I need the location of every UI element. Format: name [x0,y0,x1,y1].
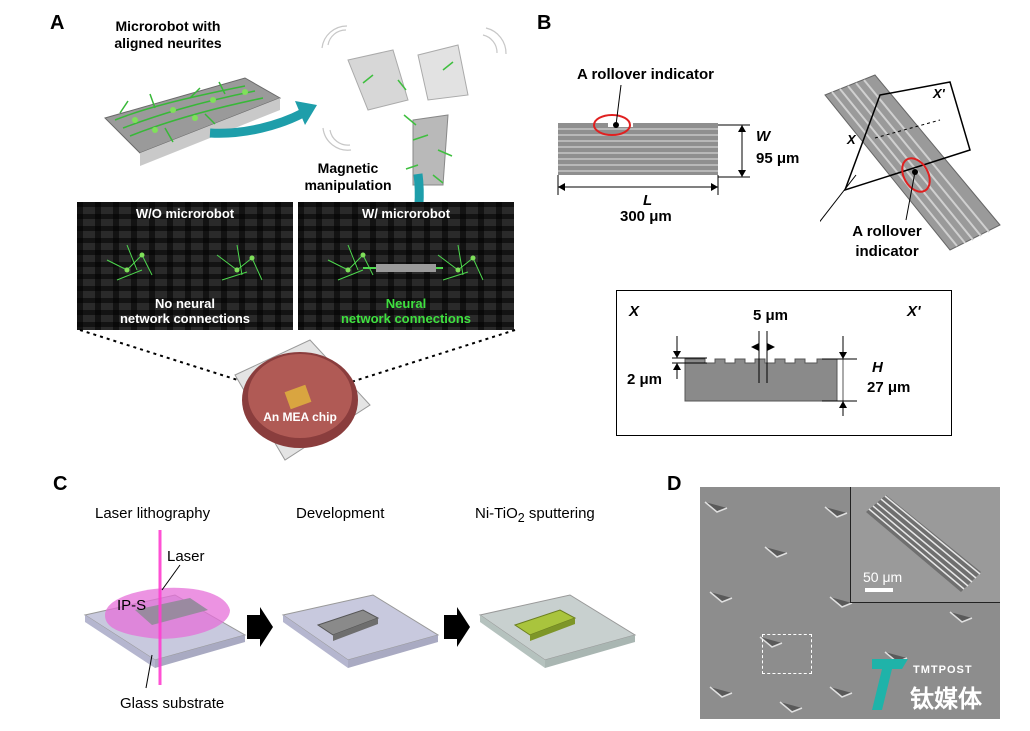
panel-c-letter: C [53,473,68,495]
watermark-text-bottom: 钛媒体 [910,686,982,713]
length-symbol: L [643,192,653,209]
magnetic-manipulation-label: Magnetic manipulation [304,160,392,193]
scale-bar-label: 50 μm [863,569,903,585]
without-microrobot-title: W/O microrobot [135,206,235,221]
development-illustration [281,594,440,668]
step-sputtering: Ni-TiO2 sputtering [475,505,595,525]
with-microrobot-panel: W/ microrobot Neural network connections [298,202,514,330]
panel-d-letter: D [667,473,682,495]
groove-width-label: 5 μm [753,307,789,324]
panel-a-letter: A [50,12,65,34]
step-sputtering-subscript: 2 [517,511,525,525]
cross-section-x-prime-label: X' [907,303,921,320]
glass-substrate-label: Glass substrate [120,695,225,712]
step-sputtering-suffix: sputtering [524,505,595,522]
sem-micrograph: 50 μm TMTPOST 钛媒体 [700,487,1000,719]
cross-section-diagram [672,331,857,416]
microrobot-label: Microrobot with aligned neurites [114,18,222,51]
mea-chip-illustration [234,339,371,461]
magnetic-manipulation-illustration [321,25,507,186]
step-arrow-icon-2 [444,607,470,647]
zoom-dotted-lines [79,329,516,397]
height-symbol: H [872,359,883,376]
mea-chip-label: An MEA chip [263,410,337,424]
with-microrobot-caption: Neural network connections [340,296,472,326]
sem-inset-microrobot [866,495,981,592]
microrobot-neurites-illustration [104,77,282,166]
width-value: 95 μm [756,150,800,167]
step-sputtering-prefix: Ni-TiO [475,505,518,522]
connected-neuron-network-illustration [327,244,484,281]
cross-section-x-label: X [629,303,640,320]
tmtpost-logo-icon [872,659,908,710]
rollover-indicator-label-top: A rollover indicator [577,66,714,83]
length-value: 300 μm [620,208,672,225]
without-microrobot-caption: No neural network connections [119,296,251,326]
microrobot-top-view-diagram [557,85,750,195]
ip-s-label: IP-S [117,597,147,614]
zoom-region-box [762,634,812,674]
cross-section-box: X X' 5 μm 2 μm H 27 μm [616,290,952,436]
microrobot-3d-view-diagram [820,74,1001,251]
scale-bar [865,588,893,592]
sputtering-illustration [478,594,637,668]
with-microrobot-title: W/ microrobot [361,206,451,221]
width-symbol: W [756,128,771,145]
without-microrobot-panel: W/O microrobot No neural network connect… [77,202,293,330]
watermark-text-top: TMTPOST [913,664,973,676]
step-arrow-icon-1 [247,607,273,647]
panel-b-letter: B [537,12,552,34]
sem-inset: 50 μm [850,487,1000,603]
laser-lithography-illustration [83,530,247,689]
rollover-indicator-label-right: A rollover indicator [852,223,922,260]
section-x-label: X [847,132,856,147]
step-height-label: 2 μm [627,371,663,388]
height-value: 27 μm [867,379,911,396]
transfer-arrow-icon [209,101,317,138]
section-x-prime-label: X' [933,86,945,101]
neuron-clusters-illustration [106,244,263,281]
laser-label: Laser [167,548,205,565]
step-development: Development [296,505,385,522]
step-laser-lithography: Laser lithography [95,505,211,522]
